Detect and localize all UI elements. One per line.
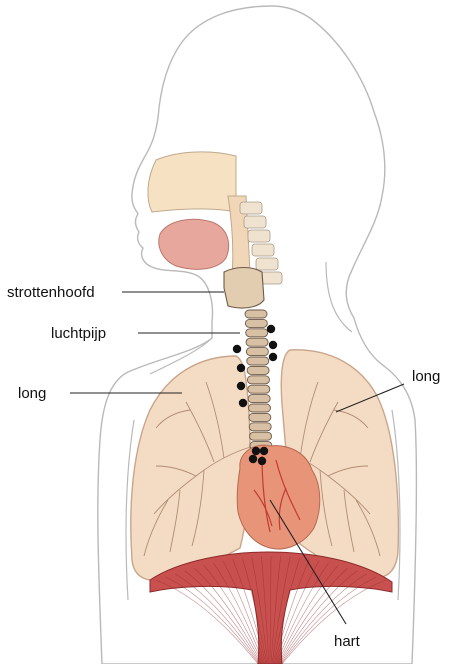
trachea-ring bbox=[247, 376, 269, 384]
air-particle-dot bbox=[249, 455, 257, 463]
trachea-ring bbox=[247, 357, 269, 365]
air-particle-dot bbox=[239, 399, 247, 407]
air-particle-dot bbox=[233, 345, 241, 353]
trachea-ring bbox=[246, 348, 268, 356]
label-hart: hart bbox=[334, 633, 361, 650]
air-particle-dot bbox=[258, 457, 266, 465]
label-luchtpijp: luchtpijp bbox=[51, 325, 106, 342]
air-particle-dot bbox=[252, 447, 260, 455]
air-particle-dot bbox=[260, 447, 268, 455]
trachea-ring bbox=[247, 366, 269, 374]
trachea-ring bbox=[249, 423, 271, 431]
trachea-ring bbox=[249, 413, 271, 421]
trachea-ring bbox=[246, 338, 268, 346]
air-particle-dot bbox=[269, 353, 277, 361]
label-strottenhoofd: strottenhoofd bbox=[7, 284, 95, 301]
trachea-ring bbox=[246, 329, 268, 337]
trachea-ring bbox=[245, 319, 267, 327]
trachea-ring bbox=[249, 404, 271, 412]
trachea-ring bbox=[248, 385, 270, 393]
larynx bbox=[224, 268, 264, 309]
air-particle-dot bbox=[237, 364, 245, 372]
air-particle-dot bbox=[237, 382, 245, 390]
label-long-right: long bbox=[412, 368, 440, 385]
air-particle-dot bbox=[269, 341, 277, 349]
nasal-cavity bbox=[148, 152, 236, 212]
tongue bbox=[159, 219, 229, 269]
label-long-left: long bbox=[18, 385, 46, 402]
trachea-ring bbox=[248, 395, 270, 403]
trachea-ring bbox=[245, 310, 267, 318]
air-particle-dot bbox=[267, 325, 275, 333]
trachea-ring bbox=[250, 432, 272, 440]
